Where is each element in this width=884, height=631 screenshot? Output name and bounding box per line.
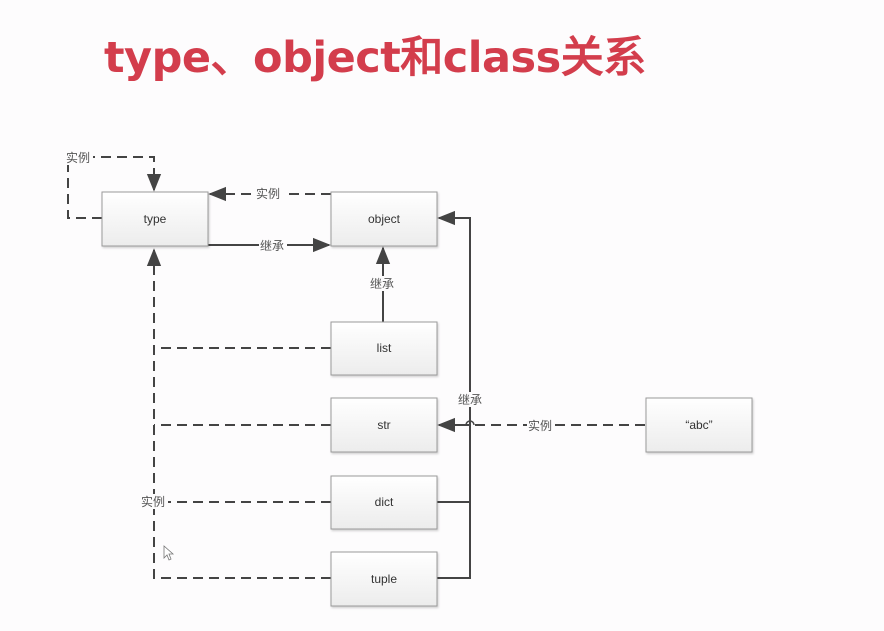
- node-object: [330, 191, 438, 247]
- node-str-label: str: [377, 418, 390, 432]
- node-type: [101, 191, 209, 247]
- node-str: [330, 397, 438, 453]
- label-type-self-instance: 实例: [66, 150, 90, 165]
- label-type-inherit: 继承: [260, 239, 284, 253]
- edge-builtins-instance-of-type: [146, 248, 331, 579]
- node-type-label: type: [144, 212, 167, 226]
- node-tuple-label: tuple: [371, 572, 397, 586]
- node-dict: [330, 475, 438, 530]
- node-tuple: [330, 551, 438, 607]
- label-list-inherit: 继承: [370, 277, 394, 291]
- mouse-cursor-icon: [163, 545, 175, 561]
- node-list-label: list: [377, 341, 392, 355]
- node-object-label: object: [368, 212, 401, 226]
- node-abc: [645, 397, 753, 453]
- label-abc-instance: 实例: [528, 418, 552, 433]
- label-builtins-inherit: 继承: [458, 393, 482, 407]
- node-list: [330, 321, 438, 376]
- node-dict-label: dict: [375, 495, 394, 509]
- label-builtins-instance: 实例: [141, 494, 165, 509]
- label-object-instance: 实例: [256, 186, 280, 201]
- slide-title: type、object和class关系: [104, 33, 646, 83]
- node-abc-label: “abc”: [685, 418, 712, 432]
- edge-type-self-instance: [67, 156, 162, 219]
